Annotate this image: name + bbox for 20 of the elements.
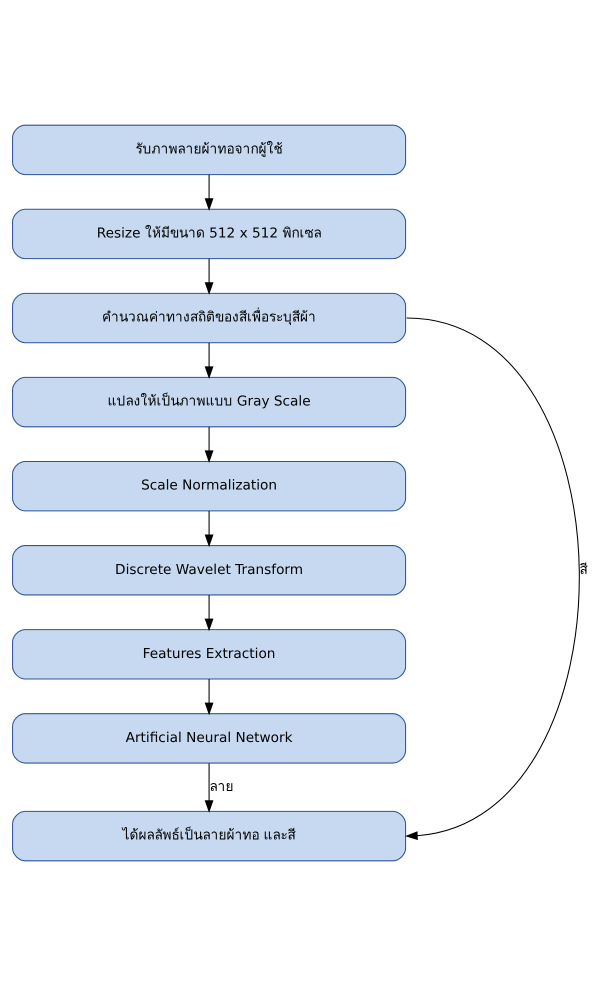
arrow <box>204 258 214 294</box>
node-box: รับภาพลายผ้าทอจากผู้ใช้ <box>12 124 406 175</box>
edge-label: ลาย <box>210 778 234 794</box>
arrow <box>204 678 214 715</box>
node-box: แปลงให้เป็นภาพแบบ Gray Scale <box>12 376 406 427</box>
node-box: Artificial Neural Network <box>12 712 406 764</box>
arrow <box>204 342 214 378</box>
node-box: Resize ให้มีขนาด 512 x 512 พิกเซล <box>12 208 406 259</box>
node-box: Discrete Wavelet Transform <box>12 544 406 595</box>
node-box: ได้ผลลัพธ์เป็นลายผ้าทอ และสี <box>12 810 406 861</box>
node-box: คำนวณค่าทางสถิติของสีเพื่อระบุสีผ้า <box>12 292 406 343</box>
arrow <box>204 510 214 547</box>
edge-label: สี <box>580 561 588 578</box>
arrow <box>204 594 214 631</box>
node-box: Features Extraction <box>12 628 406 680</box>
arrow <box>204 763 214 812</box>
arrow <box>405 317 580 840</box>
arrow <box>204 174 214 210</box>
arrow <box>204 426 214 463</box>
node-box: Scale Normalization <box>12 460 406 511</box>
